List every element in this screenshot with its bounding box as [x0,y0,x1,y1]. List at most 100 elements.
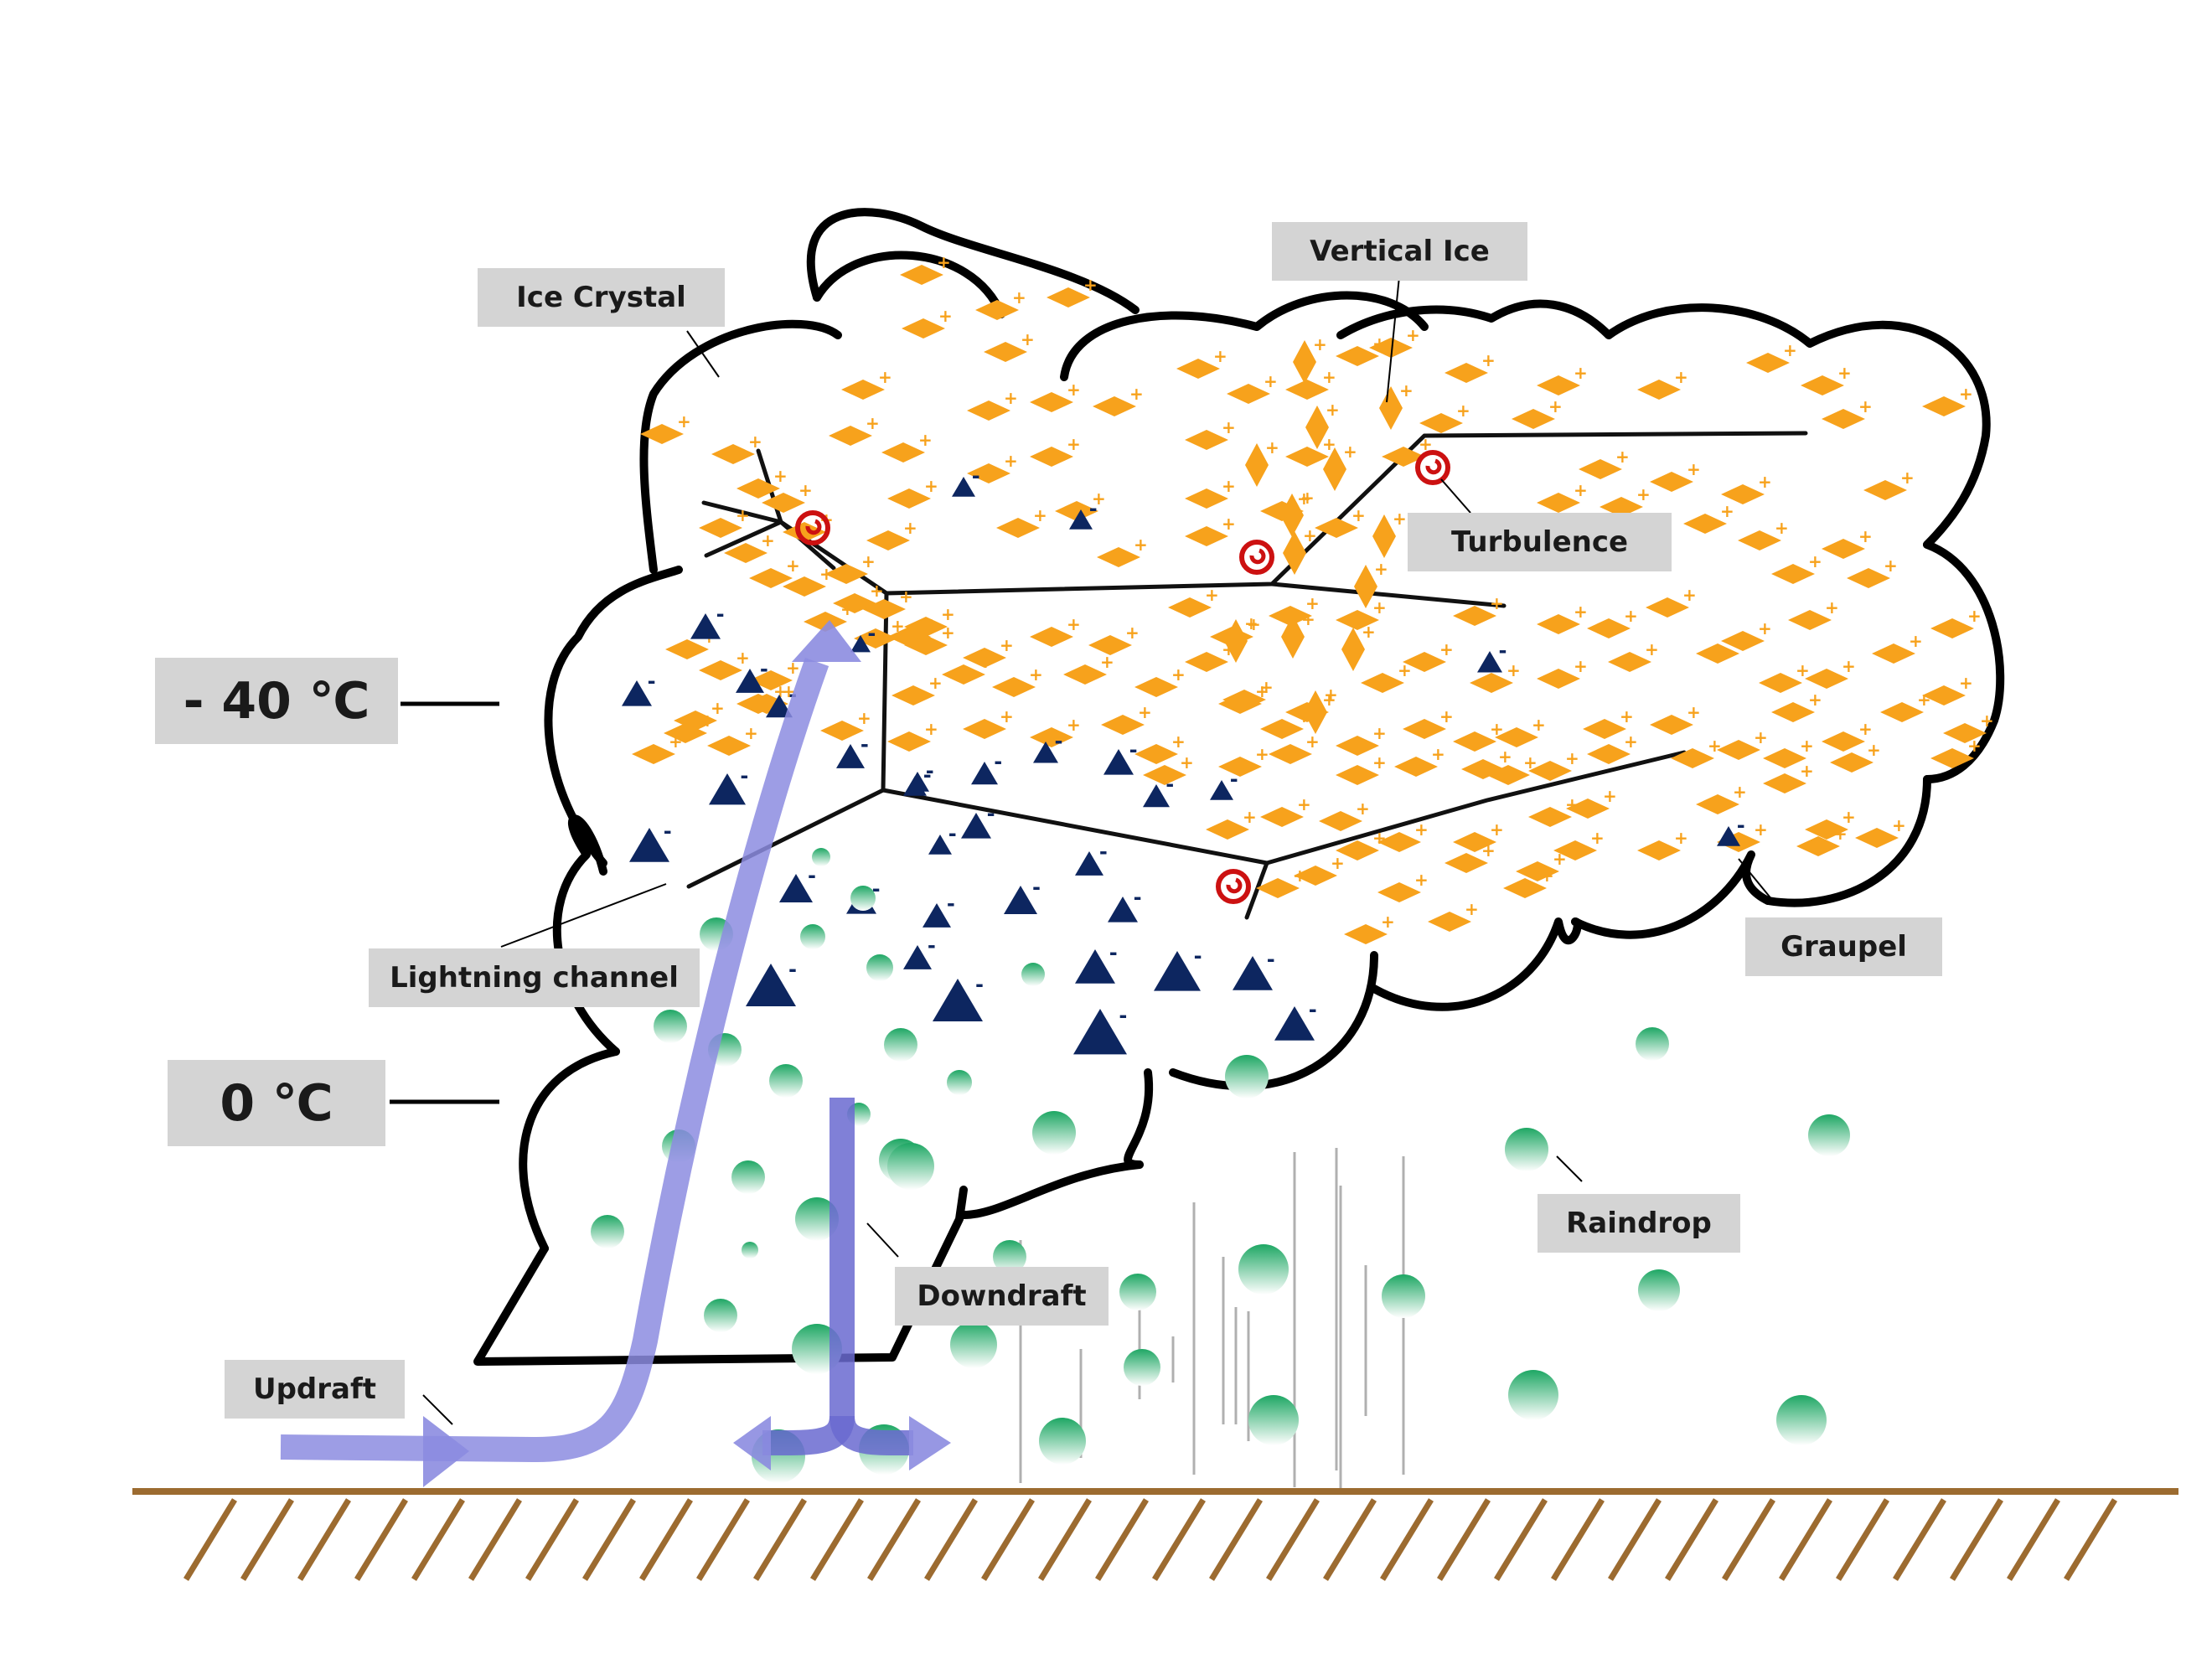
ice-crystal: + [1206,807,1257,840]
ice-crystal: + [1403,706,1454,739]
positive-charge-sign: + [1959,673,1973,693]
positive-charge-sign: + [1012,287,1026,308]
positive-charge-sign: + [891,616,905,636]
positive-charge-sign: + [1754,727,1768,747]
positive-charge-sign: + [744,723,758,743]
positive-charge-sign: + [1171,731,1186,752]
ice-crystal: + [1830,740,1881,773]
ice-crystal: + [749,658,800,690]
positive-charge-sign: + [1574,602,1588,622]
positive-charge-sign: + [1243,807,1257,827]
raindrop [1039,1418,1086,1465]
positive-charge-sign: + [1980,711,1994,731]
positive-charge-sign: + [1125,623,1140,643]
positive-charge-sign: + [840,599,855,619]
graupel-particle: - [1033,730,1062,763]
positive-charge-sign: + [1754,819,1768,840]
turbulence-layer [795,450,1450,904]
positive-charge-sign: + [711,698,725,718]
vertical-ice-crystal: + [1245,437,1279,487]
ice-crystal: + [1943,711,1994,743]
ice-crystal: + [1097,535,1148,567]
ice-crystal: + [1134,731,1186,764]
ice-crystal: + [1336,752,1387,785]
turbulence-swirl [1216,869,1251,904]
positive-charge-sign: + [1620,706,1634,726]
cloud-edge-top-center [1060,291,1429,381]
raindrop [1808,1114,1850,1156]
positive-charge-sign: + [878,367,892,387]
cloud-edge-top-left-lobe [813,251,1005,318]
ice-crystal: + [1361,660,1412,693]
positive-charge-sign: + [1265,437,1279,457]
ice-crystal: + [892,673,943,705]
ice-crystal: + [1260,794,1311,827]
ground-hatch-mark [1380,1498,1434,1581]
ice-crystal: + [1537,363,1588,395]
ice-crystal: + [1486,752,1538,785]
positive-charge-sign: + [1733,782,1747,802]
ice-crystal: + [1256,866,1307,898]
ground [132,1488,2178,1581]
raindrop [731,1160,765,1194]
ice-crystal: + [1822,396,1873,429]
positive-charge-sign: + [1313,334,1327,354]
positive-charge-sign: + [1884,556,1898,576]
positive-charge-sign: + [1322,434,1336,454]
positive-charge-sign: + [1645,639,1659,659]
vertical-ice-crystal: + [1293,334,1327,384]
positive-charge-sign: + [1180,752,1194,773]
ice-crystal: + [1218,681,1269,714]
positive-charge-sign: + [1574,656,1588,676]
updraft-arrow-shaft [280,657,830,1463]
positive-charge-sign: + [1590,828,1605,848]
negative-charge-sign: - [1089,497,1098,520]
ice-crystal: + [1285,367,1336,400]
positive-charge-sign: + [1067,614,1081,634]
ice-crystal: + [1516,849,1567,881]
positive-charge-sign: + [1372,723,1387,743]
positive-charge-sign: + [1439,639,1454,659]
zero-temp-label: 0 ℃ [168,1060,385,1146]
updraft-leader [422,1394,453,1425]
negative-charge-sign: - [1230,767,1238,791]
ice-crystal: + [1930,736,1982,768]
ice-crystal: + [1495,715,1546,747]
negative-charge-sign: - [1267,948,1275,971]
ice-crystal: + [1218,744,1269,777]
positive-charge-sign: + [1636,484,1651,504]
ground-hatch-mark [525,1498,579,1581]
positive-charge-sign: + [1967,736,1982,756]
raindrop-layer [591,848,1850,1483]
graupel-particle: - [1073,1004,1127,1055]
positive-charge-sign: + [1092,488,1106,509]
raindrop [1636,1027,1669,1061]
ground-hatch-mark [639,1498,693,1581]
positive-charge-sign: + [1553,849,1567,869]
ice-crystal: + [1512,396,1563,429]
ice-crystal: + [1805,656,1856,689]
positive-charge-sign: + [1033,505,1047,525]
positive-charge-sign: + [1297,488,1311,509]
ice-crystal: + [866,518,917,550]
ice-crystal: + [1553,828,1605,861]
negative-charge-sign: - [947,892,955,916]
ice-crystal: + [887,719,938,752]
ground-hatch-mark [1893,1498,1946,1581]
positive-charge-sign: + [1892,815,1906,835]
ice-crystal: + [841,367,892,400]
raindrop [1021,963,1045,986]
ice-crystal: + [829,413,880,446]
ground-hatch-mark [753,1498,807,1581]
updraft-arrow-head-top [792,620,861,662]
positive-charge-sign: + [1100,652,1114,672]
negative-charge-sign: - [1499,639,1507,663]
downdraft-arrow-left-shaft [762,1098,855,1456]
cloud-edge-bottom-lobe-2 [1169,951,1378,1091]
positive-charge-sign: + [1301,609,1315,629]
vertical-ice-crystal: + [1323,442,1357,491]
ice-crystal: + [1336,828,1387,861]
positive-charge-sign: + [938,306,953,326]
ice-crystal: + [1428,899,1479,932]
positive-charge-sign: + [1171,664,1186,685]
